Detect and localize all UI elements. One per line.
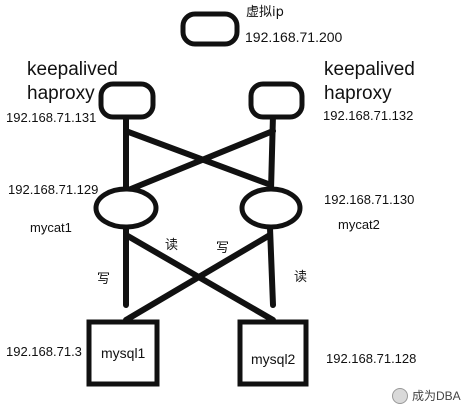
mycat2-name: mycat2 [338,217,380,232]
haproxy-right-line1: keepalived [324,59,415,80]
mysql1-node [86,319,160,387]
edge-label-read-right: 读 [294,270,308,285]
edge-label-write-top: 写 [216,241,230,256]
mysql1-ip: 192.168.71.3 [6,344,82,359]
haproxy-left-line1: keepalived [27,59,118,80]
haproxy-left-ip: 192.168.71.131 [6,110,97,125]
mysql2-ip: 192.168.71.128 [326,351,417,366]
haproxy-right-line2: haproxy [324,83,392,104]
edge-label-read-top: 读 [165,238,179,253]
mycat1-node [93,186,159,230]
mysql2-node [237,319,309,387]
watermark: 成为DBA [392,387,461,404]
edge-haproxy-left-mycat2 [123,128,274,188]
virtual-ip-node [180,11,240,47]
haproxy-right-node [248,81,305,120]
wechat-badge-icon [392,387,408,404]
haproxy-left-line2: haproxy [27,83,95,104]
haproxy-right-ip: 192.168.71.132 [323,108,414,123]
edge-haproxy-right-mycat2 [268,112,276,193]
edge-mycat2-mysql1 [123,232,273,323]
mycat2-node [239,186,303,230]
watermark-text: 成为DBA [412,389,461,403]
edge-label-write-left: 写 [97,272,111,287]
mycat1-ip: 192.168.71.129 [8,182,99,197]
haproxy-left-node [98,81,156,120]
mycat2-ip: 192.168.71.130 [324,192,415,207]
mycat1-name: mycat1 [30,220,72,235]
mysql1-name: mysql1 [101,345,146,361]
edge-mycat2-mysql2 [267,225,276,308]
virtual-ip-address: 192.168.71.200 [245,29,343,45]
edge-haproxy-right-mycat1 [123,128,276,194]
virtual-ip-label: 虚拟ip [246,5,284,20]
mysql2-name: mysql2 [251,351,296,367]
